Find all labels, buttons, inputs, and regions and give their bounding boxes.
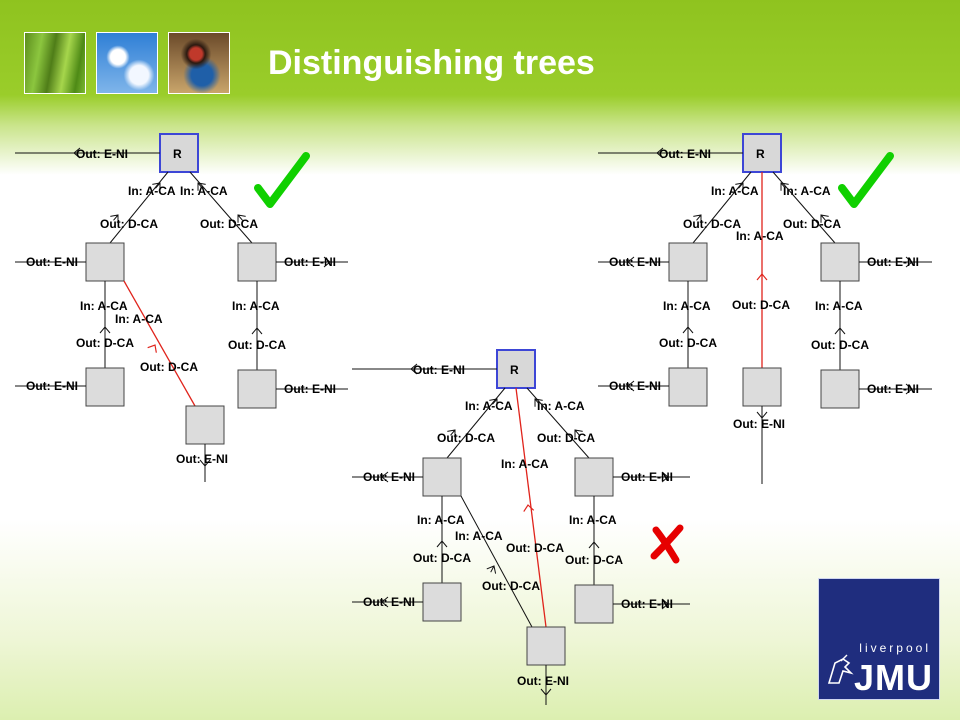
grass-photo (24, 32, 86, 94)
middle-node-4 (574, 584, 614, 624)
right-root-node (742, 133, 782, 173)
middle-tree: R Out: E-NI In: A-CA In: A-CA Out: D-CA … (352, 349, 690, 705)
right-root-label: R (756, 147, 765, 161)
middle-node2-out: Out: E-NI (621, 470, 673, 484)
logo-name-text: JMU (853, 657, 933, 698)
middle-out-label-b: Out: D-CA (537, 431, 595, 445)
liver-bird-icon (827, 654, 854, 684)
left-out-label-d: Out: D-CA (228, 338, 286, 352)
middle-node1-out: Out: E-NI (363, 470, 415, 484)
right-root-out-label: Out: E-NI (659, 147, 711, 161)
middle-in-label-e: In: A-CA (455, 529, 503, 543)
left-root-node (159, 133, 199, 173)
middle-node-1 (422, 457, 462, 497)
right-in-label-d: In: A-CA (815, 299, 863, 313)
right-out-label-d: Out: D-CA (811, 338, 869, 352)
middle-out-label-c: Out: D-CA (413, 551, 471, 565)
right-in-label-b: In: A-CA (783, 184, 831, 198)
left-check-icon (254, 152, 310, 208)
left-in-label-c: In: A-CA (80, 299, 128, 313)
left-root-label: R (173, 147, 182, 161)
right-node-4 (742, 367, 782, 407)
left-in-label-b: In: A-CA (180, 184, 228, 198)
middle-root-label: R (510, 363, 519, 377)
left-node5-out: Out: E-NI (176, 452, 228, 466)
slide-title: Distinguishing trees (268, 44, 595, 82)
middle-red-in-label: In: A-CA (501, 457, 549, 471)
right-out-label-b: Out: D-CA (783, 217, 841, 231)
middle-root-out-label: Out: E-NI (413, 363, 465, 377)
middle-node4-out: Out: E-NI (621, 597, 673, 611)
right-red-out-label: Out: D-CA (732, 298, 790, 312)
right-node-5 (820, 369, 860, 409)
middle-red-out-label: Out: D-CA (506, 541, 564, 555)
middle-node3-out: Out: E-NI (363, 595, 415, 609)
left-red-in-label: In: A-CA (115, 312, 163, 326)
right-in-label-c: In: A-CA (663, 299, 711, 313)
butterfly-photo (168, 32, 230, 94)
middle-out-label-d: Out: D-CA (565, 553, 623, 567)
left-node-3 (85, 367, 125, 407)
left-out-label-a: Out: D-CA (100, 217, 158, 231)
middle-node-3 (422, 582, 462, 622)
left-tree: R Out: E-NI In: A-CA In: A-CA Out: D-CA … (15, 133, 348, 482)
university-logo: liverpool JMU (818, 578, 940, 700)
left-node-4 (237, 369, 277, 409)
right-node-2 (820, 242, 860, 282)
right-out-label-a: Out: D-CA (683, 217, 741, 231)
right-node5-out: Out: E-NI (867, 382, 919, 396)
left-red-out-label: Out: D-CA (140, 360, 198, 374)
left-out-label-c: Out: D-CA (76, 336, 134, 350)
middle-node5-out: Out: E-NI (517, 674, 569, 688)
right-red-in-label: In: A-CA (736, 229, 784, 243)
right-node-3 (668, 367, 708, 407)
left-node-5 (185, 405, 225, 445)
left-node2-out: Out: E-NI (284, 255, 336, 269)
middle-out-label-a: Out: D-CA (437, 431, 495, 445)
right-node-1 (668, 242, 708, 282)
right-check-icon (838, 152, 894, 208)
middle-in-label-d: In: A-CA (569, 513, 617, 527)
middle-node-5 (526, 626, 566, 666)
left-node-1 (85, 242, 125, 282)
sky-photo (96, 32, 158, 94)
left-in-label-d: In: A-CA (232, 299, 280, 313)
right-node2-out: Out: E-NI (867, 255, 919, 269)
right-out-label-c: Out: D-CA (659, 336, 717, 350)
middle-node-2 (574, 457, 614, 497)
left-root-out-label: Out: E-NI (76, 147, 128, 161)
left-node4-out: Out: E-NI (284, 382, 336, 396)
logo-city-text: liverpool (859, 641, 931, 655)
middle-in-label-c: In: A-CA (417, 513, 465, 527)
right-tree: R Out: E-NI In: A-CA In: A-CA Out: D-CA … (598, 133, 932, 484)
left-out-label-b: Out: D-CA (200, 217, 258, 231)
right-node3-out: Out: E-NI (609, 379, 661, 393)
left-node1-out: Out: E-NI (26, 255, 78, 269)
right-node4-out: Out: E-NI (733, 417, 785, 431)
middle-out-label-e: Out: D-CA (482, 579, 540, 593)
right-node1-out: Out: E-NI (609, 255, 661, 269)
left-node-2 (237, 242, 277, 282)
middle-in-label-a: In: A-CA (465, 399, 513, 413)
left-node3-out: Out: E-NI (26, 379, 78, 393)
middle-in-label-b: In: A-CA (537, 399, 585, 413)
middle-cross-icon (650, 524, 684, 564)
